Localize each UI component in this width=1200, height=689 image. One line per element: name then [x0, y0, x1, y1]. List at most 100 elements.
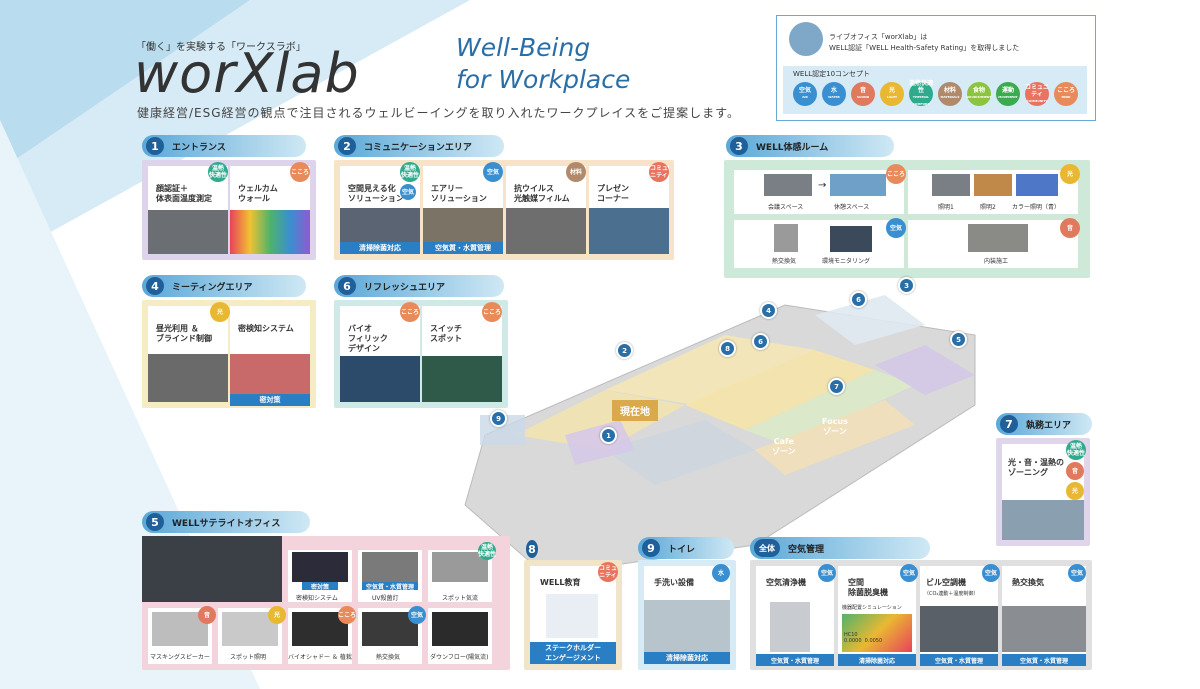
caption: 会議スペース [768, 204, 804, 211]
section-number: 8 [526, 540, 538, 558]
card-zoning: 光・音・温熱の ゾーニング [1002, 444, 1084, 540]
current-location-label: 現在地 [612, 400, 658, 421]
tag-bar: 清掃除菌対応 [838, 654, 916, 666]
concepts-title: WELL認定10コンセプト [793, 70, 871, 78]
section-number: 4 [146, 277, 164, 295]
card-label: 光・音・温熱の ゾーニング [1008, 458, 1064, 477]
card-interior: 内装施工 [908, 220, 1078, 268]
photo [362, 552, 418, 582]
photo [1016, 174, 1058, 196]
concept-en: AIR [802, 95, 808, 99]
map-pin-2[interactable]: 2 [616, 342, 633, 359]
logo: worXlab [134, 42, 360, 105]
card-s5-1: 密対策 密検知システム [288, 550, 352, 602]
air-management-panel: 空気清浄機 空気質・水質管理 空間 除菌脱臭機 機器配置シミュレーション HC1… [750, 560, 1092, 670]
well-certification-box: ライブオフィス「worXlab」は WELL認証「WELL Health-Saf… [776, 15, 1096, 121]
floor-map [464, 295, 976, 575]
concept-en: NOURISHMENT [966, 95, 992, 99]
section-3-panel: → 会議スペース 休憩スペース 照明1 照明2 カラー照明（青） 熱交換気 環境… [724, 160, 1090, 278]
card-label: スイッチ スポット [430, 324, 462, 343]
photo [932, 174, 970, 196]
tag-bar: ステークホルダー エンゲージメント [530, 642, 616, 664]
badge-water: 水 [712, 564, 730, 582]
concept-label: 食物 [972, 87, 985, 94]
badge-community: コミュ ニティ [598, 562, 618, 582]
concept-label: 材料 [943, 87, 956, 94]
section-title: 執務エリア [1026, 420, 1072, 431]
card-s5-2: 空気質・水質管理 UV殺菌灯 [358, 550, 422, 602]
section-6-panel: バイオ フィリック デザイン スイッチ スポット こころ こころ [334, 300, 508, 408]
map-pin-3[interactable]: 3 [898, 277, 915, 294]
section-title: コミュニケーションエリア [364, 142, 472, 153]
map-pin-9[interactable]: 9 [490, 410, 507, 427]
concept-label: 空気 [798, 87, 811, 94]
card-label: 手洗い設備 [654, 578, 694, 587]
map-pin-7[interactable]: 7 [828, 378, 845, 395]
tag-bar: 密対策 [230, 394, 310, 406]
card-label: プレゼン コーナー [597, 184, 629, 203]
map-pin-6[interactable]: 6 [752, 333, 769, 350]
badge-community: コミュ ニティ [649, 162, 669, 182]
photo [974, 174, 1012, 196]
concept-label: コミュニティ [1025, 83, 1050, 98]
badge-air: 空気 [1068, 564, 1086, 582]
card-label: 顔認証＋ 体表面温度測定 [156, 184, 212, 203]
focus-zone-label: Focus ゾーン [822, 417, 848, 436]
photo [230, 210, 310, 254]
map-pin-1[interactable]: 1 [600, 427, 617, 444]
caption: 休憩スペース [834, 204, 870, 211]
photo [764, 174, 812, 196]
badge-mind: こころ [290, 162, 310, 182]
tagline-line2: for Workplace [456, 65, 631, 94]
badge-air: 空気 [818, 564, 836, 582]
card-lighting: 照明1 照明2 カラー照明（青） [908, 170, 1078, 214]
caption: マスキングスピーカー [150, 654, 210, 661]
badge-air: 空気 [483, 162, 503, 182]
tagline-line1: Well-Being [456, 33, 591, 62]
concept-en: MOVEMENT [998, 95, 1018, 99]
section-1-panel: 顔認証＋ 体表面温度測定 ウェルカム ウォール 温熱 快適性 こころ [142, 160, 316, 260]
card-label: 空気清浄機 [766, 578, 806, 587]
photo [422, 356, 502, 402]
caption: 密検知システム [296, 595, 338, 602]
photo [589, 208, 669, 254]
concept-en: WATER [828, 95, 840, 99]
photo [770, 602, 810, 652]
badge-air: 空気 [400, 184, 416, 200]
badge-mind: こころ [400, 302, 420, 322]
card-label: 空間 除菌脱臭機 [848, 578, 888, 597]
concept-label: 水 [830, 87, 837, 94]
section-number: 3 [730, 137, 748, 155]
map-pin-8[interactable]: 8 [719, 340, 736, 357]
caption: 機器配置シミュレーション [842, 605, 902, 611]
card-s5-8: ダウンフロー(陽気流) [428, 608, 492, 664]
badge-thermal: 温熱 快適性 [208, 162, 228, 182]
map-pin-5[interactable]: 5 [950, 331, 967, 348]
tag-bar: 空気質・水質管理 [920, 654, 998, 666]
map-pin-4[interactable]: 4 [760, 302, 777, 319]
photo [340, 356, 420, 402]
well-seal-icon [789, 22, 823, 56]
well-line1: ライブオフィス「worXlab」は [829, 33, 928, 41]
badge-air: 空気 [408, 606, 426, 624]
map-pin-6b[interactable]: 6 [850, 291, 867, 308]
badge-air: 空気 [982, 564, 1000, 582]
section-number: 7 [1000, 415, 1018, 433]
concept-en: MIND [1061, 95, 1071, 99]
section-4-panel: 昼光利用 ＆ ブラインド制御 密検知システム 密対策 光 [142, 300, 316, 408]
card-meeting-rest: → 会議スペース 休憩スペース [734, 170, 904, 214]
concept-label: 温熱快適性 [909, 80, 934, 94]
card-presentation: プレゼン コーナー [589, 166, 669, 254]
card-handwash: 手洗い設備 清掃除菌対応 [644, 566, 730, 664]
caption: 環境モニタリング [822, 258, 871, 265]
section-number: 2 [338, 137, 356, 155]
